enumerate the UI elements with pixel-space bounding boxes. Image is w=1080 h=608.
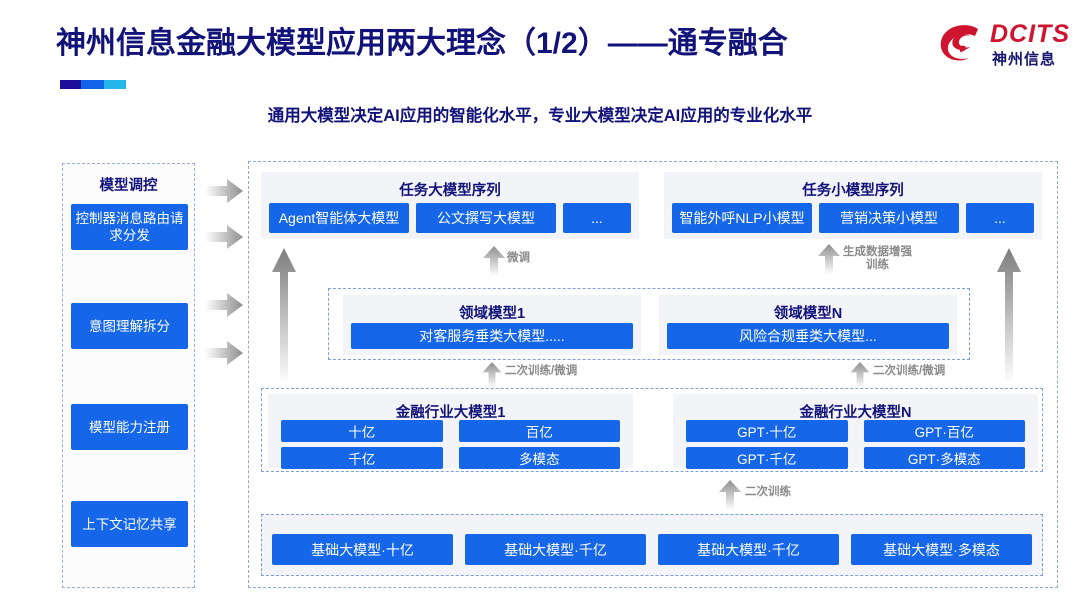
arrow-label-second-train-right: 二次训练/微调 (873, 365, 946, 377)
industry-model-band: 金融行业大模型1 十亿 百亿 千亿 多模态 金融行业大模型N GPT·十亿 GP… (261, 388, 1043, 472)
industry-1-box-multimodal[interactable]: 多模态 (458, 447, 620, 469)
control-item-router[interactable]: 控制器消息路由请求分发 (71, 204, 188, 250)
industry-model-n-boxes: GPT·十亿 GPT·百亿 GPT·千亿 GPT·多模态 (686, 420, 1025, 469)
task-small-model-panel: 任务小模型序列 智能外呼NLP小模型 营销决策小模型 ... (664, 172, 1042, 239)
arrow-label-second-train: 二次训练 (745, 486, 791, 498)
title-accent-bar (60, 80, 126, 89)
domain-model-1-title: 领域模型1 (458, 306, 526, 322)
industry-n-box-gpt-10y[interactable]: GPT·十亿 (686, 420, 848, 442)
arrow-up-icon (483, 246, 505, 276)
arrow-right-icon (205, 341, 243, 365)
control-item-context[interactable]: 上下文记忆共享 (71, 501, 188, 547)
domain-model-1-panel: 领域模型1 对客服务垂类大模型..... (343, 295, 641, 355)
domain-model-n-title: 领域模型N (773, 306, 843, 322)
task-box-more[interactable]: ... (563, 203, 631, 233)
task-large-model-panel: 任务大模型序列 Agent智能体大模型 公文撰写大模型 ... (261, 172, 639, 239)
arrow-label-fine-tune: 微调 (507, 252, 530, 264)
arrow-right-icon (205, 225, 243, 249)
architecture-diagram: 任务大模型序列 Agent智能体大模型 公文撰写大模型 ... 任务小模型序列 … (248, 161, 1058, 588)
industry-model-1-title: 金融行业大模型1 (395, 405, 506, 421)
task-box-nlp-outbound[interactable]: 智能外呼NLP小模型 (672, 203, 812, 233)
arrow-up-tall-icon (997, 248, 1021, 384)
domain-model-band: 领域模型1 对客服务垂类大模型..... 领域模型N 风险合规垂类大模型... (328, 288, 970, 360)
base-model-band: 基础大模型·十亿 基础大模型·千亿 基础大模型·千亿 基础大模型·多模态 (261, 514, 1043, 576)
base-box-multimodal[interactable]: 基础大模型·多模态 (851, 534, 1032, 565)
task-box-doc-writing[interactable]: 公文撰写大模型 (416, 203, 556, 233)
task-box-more-small[interactable]: ... (966, 203, 1034, 233)
arrow-label-second-train-left: 二次训练/微调 (505, 365, 578, 377)
domain-model-n-panel: 领域模型N 风险合规垂类大模型... (659, 295, 957, 355)
task-large-model-boxes: Agent智能体大模型 公文撰写大模型 ... (269, 203, 631, 233)
industry-n-box-gpt-multimodal[interactable]: GPT·多模态 (863, 447, 1025, 469)
arrow-label-data-augment: 生成数据增强 训练 (843, 246, 912, 271)
company-logo: DCITS 神州信息 (938, 18, 1070, 74)
industry-model-1-boxes: 十亿 百亿 千亿 多模态 (281, 420, 620, 469)
industry-model-n-panel: 金融行业大模型N GPT·十亿 GPT·百亿 GPT·千亿 GPT·多模态 (673, 394, 1038, 469)
domain-model-1-box[interactable]: 对客服务垂类大模型..... (351, 323, 633, 349)
industry-1-box-1000y[interactable]: 千亿 (281, 447, 443, 469)
task-box-agent[interactable]: Agent智能体大模型 (269, 203, 409, 233)
industry-1-box-100y[interactable]: 百亿 (458, 420, 620, 442)
task-small-model-boxes: 智能外呼NLP小模型 营销决策小模型 ... (672, 203, 1034, 233)
page-title: 神州信息金融大模型应用两大理念（1/2）——通专融合 (56, 27, 788, 60)
arrow-up-icon (719, 480, 741, 510)
arrow-right-icon (205, 179, 243, 203)
industry-n-box-gpt-100y[interactable]: GPT·百亿 (863, 420, 1025, 442)
slide-subtitle: 通用大模型决定AI应用的智能化水平，专业大模型决定AI应用的专业化水平 (267, 107, 813, 125)
control-item-registry[interactable]: 模型能力注册 (71, 404, 188, 450)
arrow-up-icon (850, 362, 870, 388)
logo-sub-text: 神州信息 (992, 51, 1057, 68)
control-item-intent[interactable]: 意图理解拆分 (71, 303, 188, 349)
logo-brand-text: DCITS (990, 20, 1070, 48)
domain-model-n-box[interactable]: 风险合规垂类大模型... (667, 323, 949, 349)
base-model-boxes: 基础大模型·十亿 基础大模型·千亿 基础大模型·千亿 基础大模型·多模态 (272, 534, 1032, 565)
base-box-1000y-a[interactable]: 基础大模型·千亿 (465, 534, 646, 565)
industry-1-box-10y[interactable]: 十亿 (281, 420, 443, 442)
control-panel-title: 模型调控 (99, 178, 158, 194)
industry-model-n-title: 金融行业大模型N (799, 405, 912, 421)
task-large-model-title: 任务大模型序列 (399, 183, 501, 199)
arrow-up-icon (818, 244, 840, 274)
task-small-model-title: 任务小模型序列 (802, 183, 904, 199)
dcits-swirl-icon (940, 25, 978, 61)
industry-n-box-gpt-1000y[interactable]: GPT·千亿 (686, 447, 848, 469)
base-box-1000y-b[interactable]: 基础大模型·千亿 (658, 534, 839, 565)
industry-model-1-panel: 金融行业大模型1 十亿 百亿 千亿 多模态 (268, 394, 633, 469)
arrow-up-tall-icon (272, 248, 296, 384)
control-panel: 模型调控 控制器消息路由请求分发 意图理解拆分 模型能力注册 上下文记忆共享 (62, 163, 195, 588)
base-box-10y[interactable]: 基础大模型·十亿 (272, 534, 453, 565)
arrow-right-icon (205, 293, 243, 317)
arrow-up-icon (482, 362, 502, 388)
task-box-marketing[interactable]: 营销决策小模型 (819, 203, 959, 233)
